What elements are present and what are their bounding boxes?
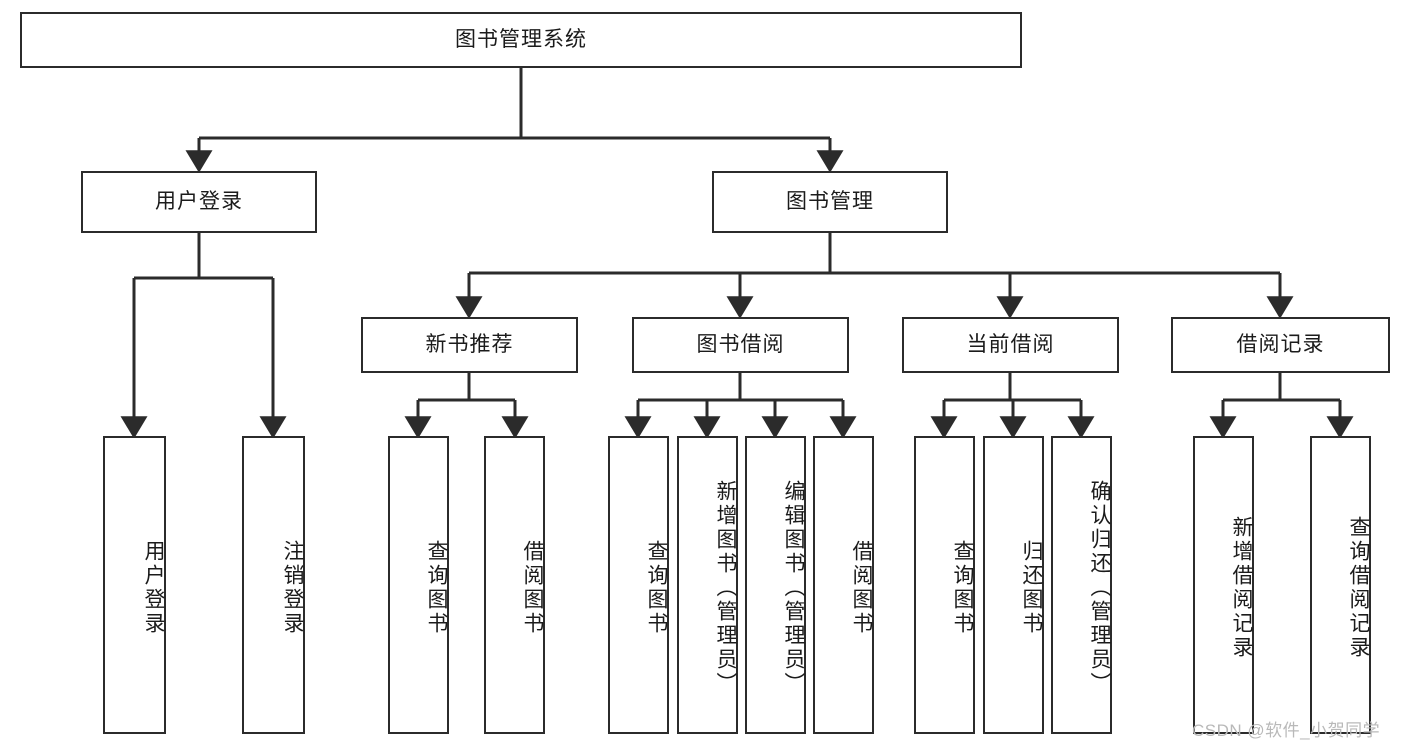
- node-leaf-add-book-label: 新增图书（管理员）: [714, 480, 737, 696]
- node-leaf-confirm-return[interactable]: 确认归还（管理员）: [1051, 436, 1112, 734]
- node-leaf-query-book-current[interactable]: 查询图书: [914, 436, 975, 734]
- node-leaf-logout[interactable]: 注销登录: [242, 436, 305, 734]
- node-leaf-borrow-book[interactable]: 借阅图书: [813, 436, 874, 734]
- node-leaf-query-book-current-label: 查询图书: [951, 540, 974, 636]
- node-leaf-edit-book-label: 编辑图书（管理员）: [782, 480, 805, 696]
- node-leaf-query-book-recommend[interactable]: 查询图书: [388, 436, 449, 734]
- node-leaf-return-book-label: 归还图书: [1020, 540, 1043, 636]
- watermark-text: CSDN @软件_小贺同学: [1192, 721, 1381, 740]
- node-borrow-record[interactable]: 借阅记录: [1171, 317, 1390, 373]
- node-leaf-query-book-borrow-label: 查询图书: [645, 540, 668, 636]
- node-leaf-borrow-book-recommend[interactable]: 借阅图书: [484, 436, 545, 734]
- node-user-login-label: 用户登录: [155, 189, 243, 213]
- node-book-management[interactable]: 图书管理: [712, 171, 948, 233]
- node-root-label: 图书管理系统: [455, 27, 587, 51]
- node-current-borrow-label: 当前借阅: [966, 332, 1055, 356]
- node-user-login[interactable]: 用户登录: [81, 171, 317, 233]
- node-leaf-add-book[interactable]: 新增图书（管理员）: [677, 436, 738, 734]
- node-leaf-query-book-recommend-label: 查询图书: [425, 540, 448, 636]
- node-leaf-borrow-book-recommend-label: 借阅图书: [521, 540, 544, 636]
- node-leaf-add-borrow-record[interactable]: 新增借阅记录: [1193, 436, 1254, 734]
- node-new-book-recommend-label: 新书推荐: [425, 332, 514, 356]
- node-root[interactable]: 图书管理系统: [20, 12, 1022, 68]
- node-book-borrow-label: 图书借阅: [696, 332, 785, 356]
- node-leaf-user-login-label: 用户登录: [142, 540, 165, 636]
- node-leaf-add-borrow-record-label: 新增借阅记录: [1230, 516, 1253, 660]
- node-leaf-logout-label: 注销登录: [281, 540, 304, 636]
- node-book-borrow[interactable]: 图书借阅: [632, 317, 849, 373]
- node-leaf-query-borrow-record-label: 查询借阅记录: [1347, 516, 1370, 660]
- node-current-borrow[interactable]: 当前借阅: [902, 317, 1119, 373]
- node-leaf-query-borrow-record[interactable]: 查询借阅记录: [1310, 436, 1371, 734]
- node-leaf-user-login[interactable]: 用户登录: [103, 436, 166, 734]
- node-borrow-record-label: 借阅记录: [1236, 332, 1325, 356]
- node-new-book-recommend[interactable]: 新书推荐: [361, 317, 578, 373]
- node-leaf-edit-book[interactable]: 编辑图书（管理员）: [745, 436, 806, 734]
- node-leaf-return-book[interactable]: 归还图书: [983, 436, 1044, 734]
- node-leaf-borrow-book-label: 借阅图书: [850, 540, 873, 636]
- node-leaf-confirm-return-label: 确认归还（管理员）: [1088, 480, 1111, 696]
- node-leaf-query-book-borrow[interactable]: 查询图书: [608, 436, 669, 734]
- node-book-management-label: 图书管理: [786, 189, 874, 213]
